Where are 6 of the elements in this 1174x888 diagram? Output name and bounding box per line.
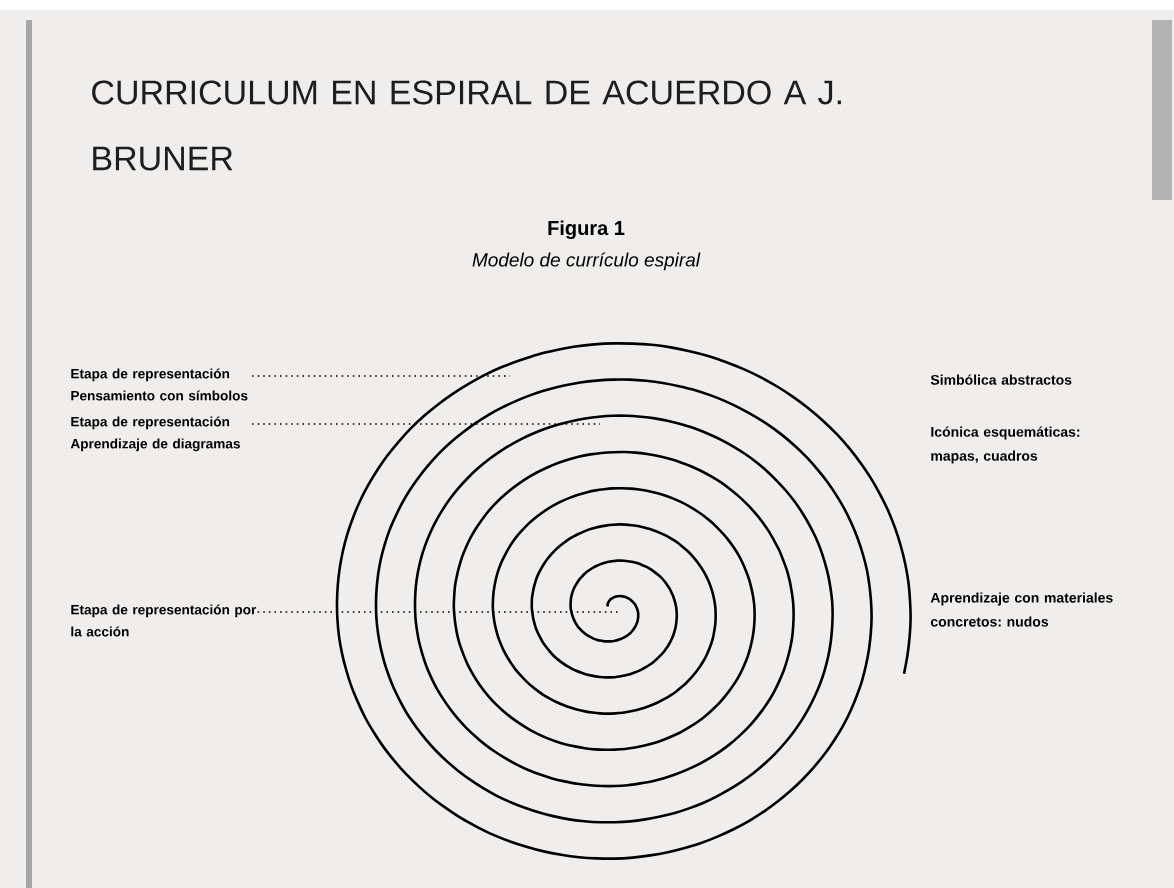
figure-title: Figura 1 xyxy=(548,220,625,240)
figure-subtitle: Modelo de currículo espiral xyxy=(472,252,701,271)
leader-line xyxy=(251,375,511,377)
leader-line xyxy=(251,423,601,425)
slide-title: CURRICULUM EN ESPIRAL DE ACUERDO A J. BRUNER xyxy=(92,80,841,171)
leader-line xyxy=(251,611,621,613)
